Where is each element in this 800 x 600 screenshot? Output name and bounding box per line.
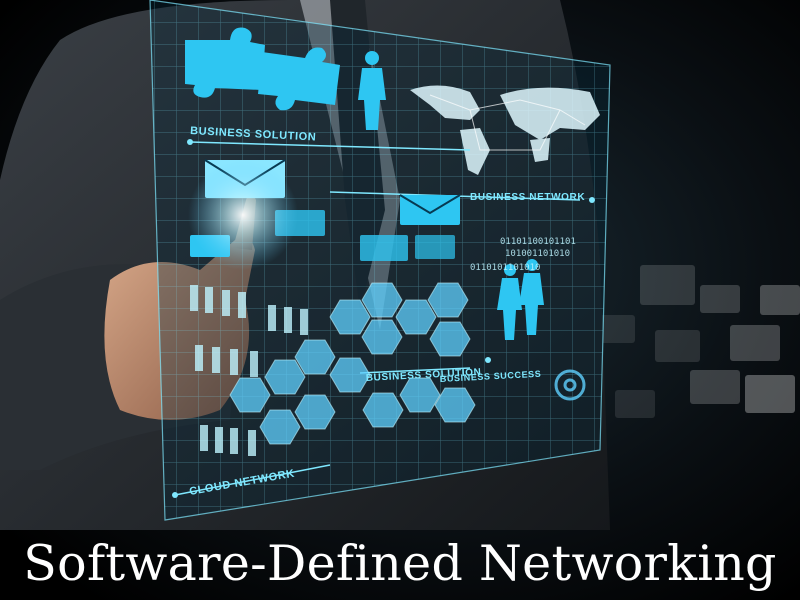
network-lines <box>429 94 586 151</box>
hud-dots <box>172 139 595 498</box>
label-business-network: BUSINESS NETWORK <box>470 192 585 203</box>
world-map-icon <box>410 85 600 175</box>
puzzle-icon <box>185 27 340 111</box>
binary-line: 01101100101101 <box>500 237 576 247</box>
person-icon <box>358 51 386 130</box>
background-tiles <box>600 265 800 418</box>
hexagon-grid <box>229 282 476 445</box>
gear-icon <box>554 369 586 401</box>
handshake-icon <box>497 259 544 340</box>
people-icons <box>190 285 308 456</box>
caption-title: Software-Defined Networking <box>23 535 777 592</box>
binary-line: 0110101101010 <box>470 263 540 273</box>
binary-line: 101001101010 <box>505 249 570 259</box>
binary-text: 01101100101101 101001101010 011010110101… <box>470 237 576 273</box>
touch-glow <box>188 160 298 270</box>
